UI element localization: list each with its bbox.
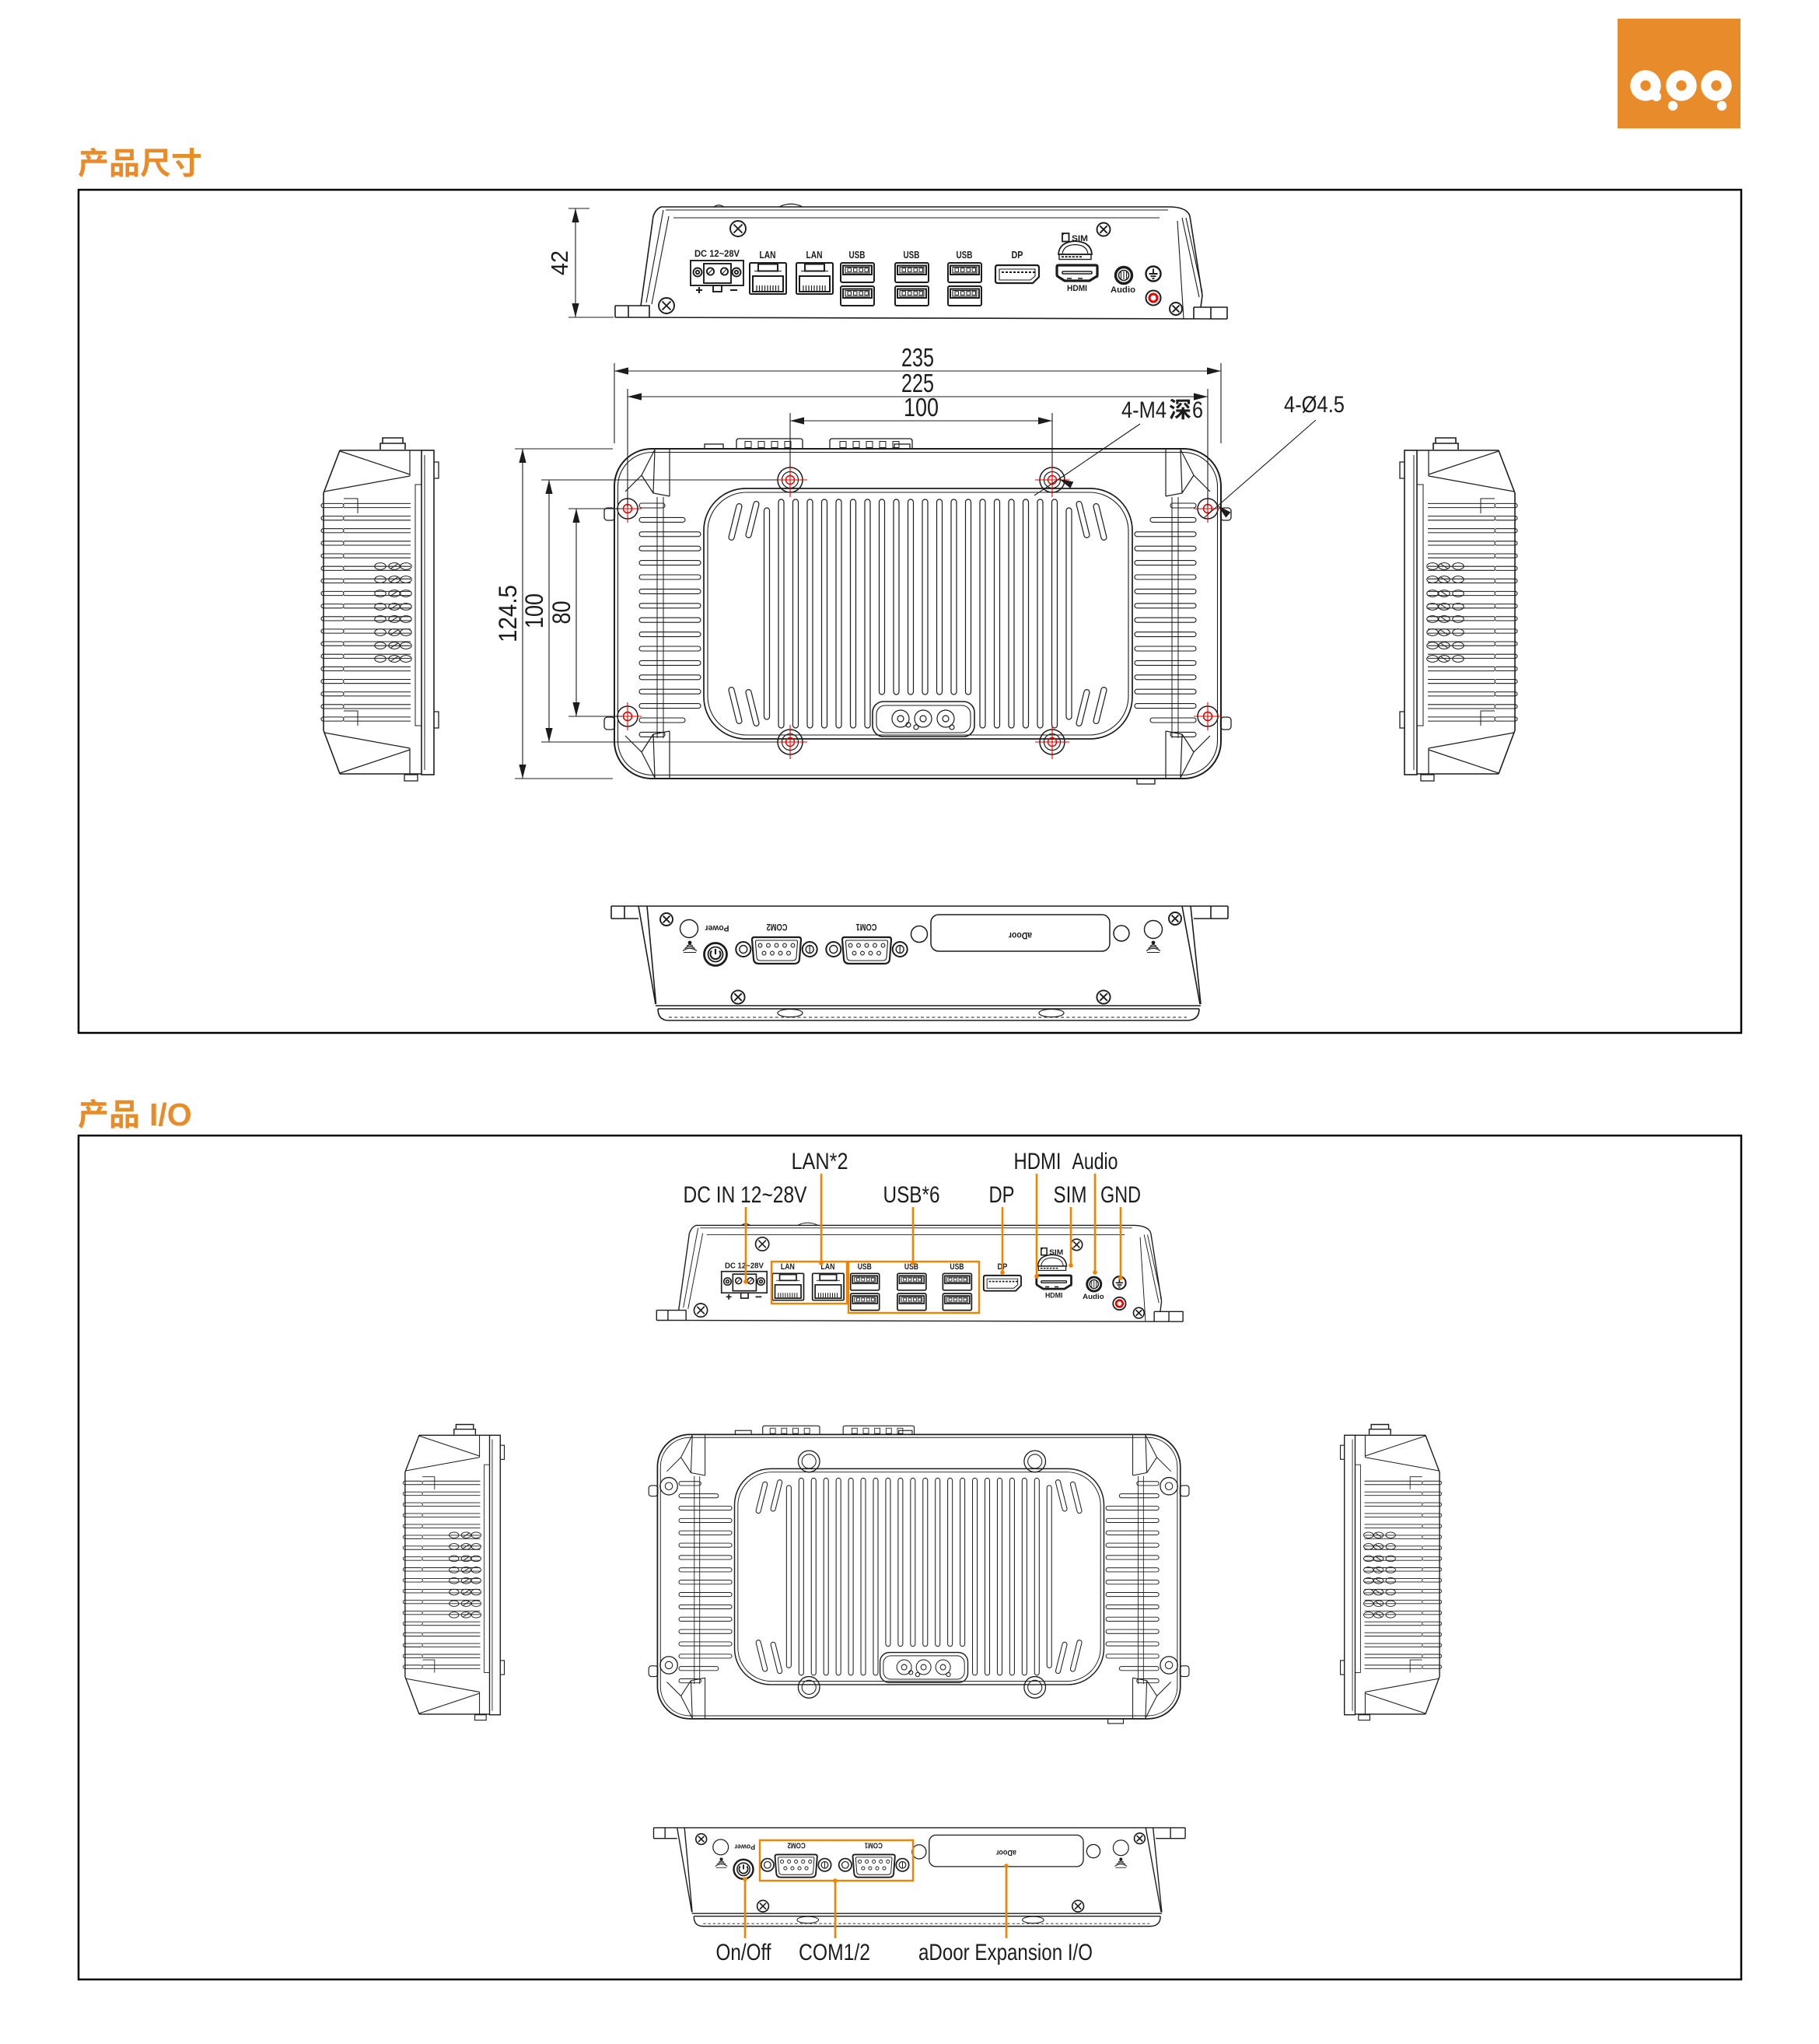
svg-text:Audio: Audio: [1072, 1149, 1118, 1174]
svg-text:124.5: 124.5: [494, 585, 522, 642]
svg-text:42: 42: [546, 250, 573, 275]
svg-text:LAN*2: LAN*2: [792, 1149, 848, 1174]
svg-text:80: 80: [547, 601, 575, 625]
svg-text:I/O: I/O: [149, 1097, 192, 1132]
svg-text:DC IN 12~28V: DC IN 12~28V: [684, 1182, 807, 1208]
svg-text:6: 6: [1192, 397, 1203, 423]
svg-text:aDoor Expansion I/O: aDoor Expansion I/O: [918, 1940, 1093, 1965]
svg-text:4-M4: 4-M4: [1121, 397, 1167, 423]
svg-text:HDMI: HDMI: [1014, 1149, 1062, 1174]
svg-text:DP: DP: [989, 1182, 1015, 1208]
svg-text:USB*6: USB*6: [883, 1182, 940, 1208]
svg-text:100: 100: [904, 393, 939, 422]
svg-text:4-Ø4.5: 4-Ø4.5: [1284, 392, 1345, 418]
svg-text:COM1/2: COM1/2: [799, 1940, 870, 1965]
svg-text:GND: GND: [1100, 1182, 1141, 1208]
svg-text:235: 235: [901, 343, 934, 372]
svg-text:On/Off: On/Off: [716, 1940, 772, 1965]
svg-text:SIM: SIM: [1054, 1182, 1087, 1208]
svg-text:225: 225: [901, 369, 934, 397]
svg-text:100: 100: [520, 593, 548, 628]
